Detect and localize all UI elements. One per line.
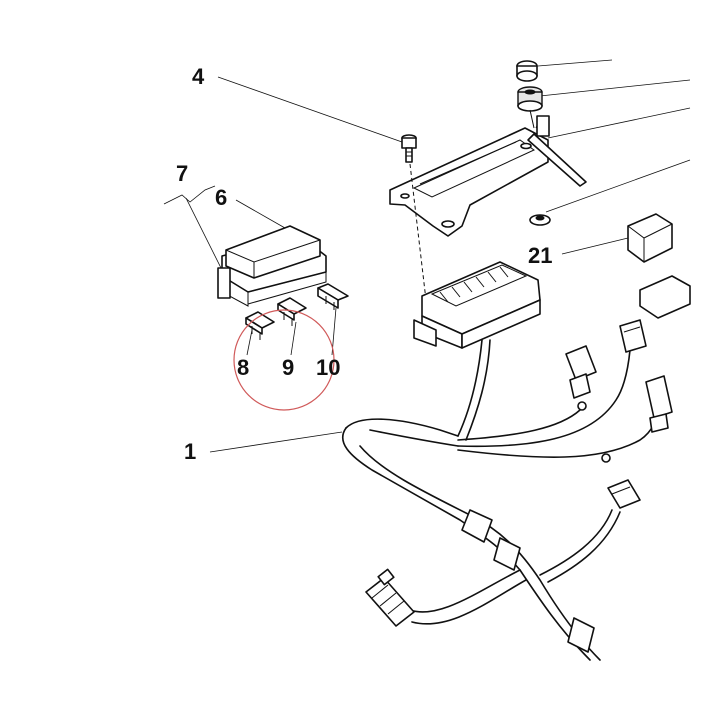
grommet-middle [517, 86, 543, 112]
callout-labels: 1 4 6 7 8 9 10 21 [176, 64, 552, 464]
leader-9 [290, 321, 297, 356]
leader-top-4 [545, 159, 691, 213]
highlight-circle [233, 309, 335, 411]
fuse-8 [245, 311, 275, 340]
connector-block [413, 261, 541, 349]
washer-right [529, 214, 551, 226]
leader-6 [235, 199, 286, 229]
callout-8: 8 [237, 355, 249, 380]
callout-21: 21 [528, 243, 552, 268]
connector-lower-left [365, 568, 415, 627]
callout-6: 6 [215, 185, 227, 210]
leader-1 [209, 431, 343, 453]
mounting-bracket [389, 115, 587, 237]
callout-1: 1 [184, 439, 196, 464]
wiring-harness [341, 339, 661, 661]
connector-right-edge [645, 375, 673, 433]
connector-mid-right [607, 479, 641, 509]
grommet-top [516, 60, 538, 82]
connector-upper-right-2 [619, 319, 647, 353]
leader-4 [217, 76, 403, 143]
callout-4: 4 [192, 64, 205, 89]
screw [401, 134, 417, 163]
fuse-10 [317, 283, 349, 310]
leader-7 [163, 185, 216, 205]
fuse-9 [277, 297, 307, 326]
assembly-axis-screw [409, 163, 427, 301]
node-small [601, 453, 611, 463]
leader-21 [561, 237, 629, 255]
leader-8 [246, 329, 253, 356]
callout-9: 9 [282, 355, 294, 380]
callout-10: 10 [316, 355, 340, 380]
assembly-axis-top [529, 109, 535, 129]
leader-top-1 [537, 59, 613, 67]
callout-7: 7 [176, 161, 188, 186]
connector-upper-right-1 [565, 345, 597, 411]
leader-top-3 [547, 107, 691, 139]
leader-lines [163, 59, 691, 453]
relay [627, 213, 691, 319]
leader-top-2 [539, 79, 691, 97]
fuse-box [217, 225, 327, 307]
